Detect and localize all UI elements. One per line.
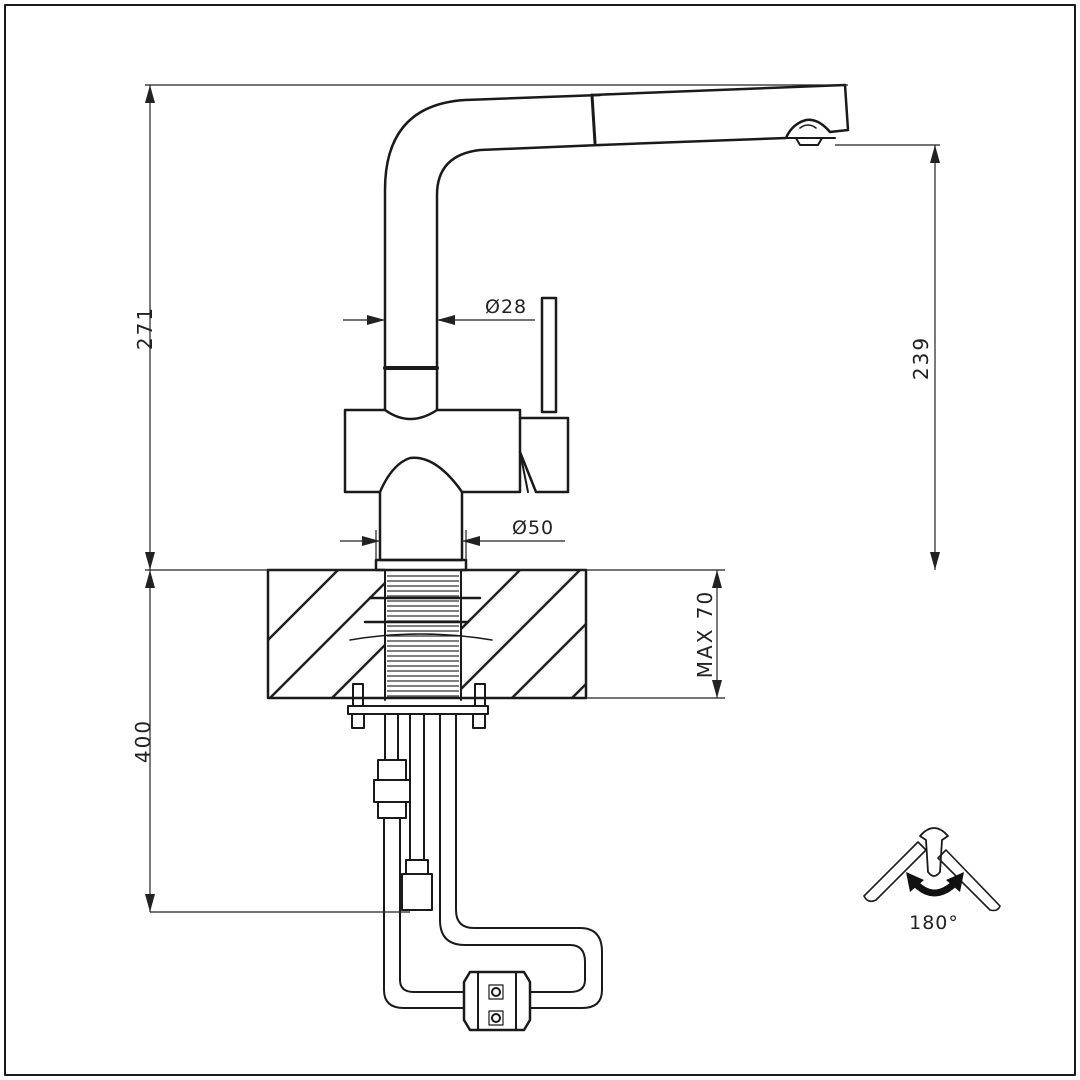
flexible-hose-icon bbox=[373, 713, 603, 1032]
label-base-diameter: Ø50 bbox=[512, 517, 554, 539]
dimension-400: 400 bbox=[131, 569, 725, 913]
label-spout-height: 239 bbox=[909, 336, 933, 380]
tap-spout-icon bbox=[383, 83, 850, 412]
label-total-height: 271 bbox=[133, 306, 157, 350]
dimension-271: 271 bbox=[133, 84, 848, 570]
dimension-d28: Ø28 bbox=[343, 296, 535, 325]
counter-section-icon bbox=[266, 568, 588, 701]
rotation-icon: 180° bbox=[863, 827, 1001, 934]
label-max-thickness: MAX 70 bbox=[693, 590, 717, 678]
label-pipe-diameter: Ø28 bbox=[485, 296, 527, 318]
mounting-bolts bbox=[347, 683, 489, 729]
dimension-239: 239 bbox=[835, 144, 940, 570]
dimension-max70: MAX 70 bbox=[586, 570, 725, 699]
faucet-body bbox=[343, 408, 522, 572]
dimension-d50: Ø50 bbox=[340, 517, 565, 560]
label-hose-length: 400 bbox=[131, 719, 155, 763]
lever-handle-icon bbox=[518, 296, 570, 494]
label-rotation: 180° bbox=[909, 912, 959, 934]
frame-border bbox=[4, 4, 1076, 1076]
